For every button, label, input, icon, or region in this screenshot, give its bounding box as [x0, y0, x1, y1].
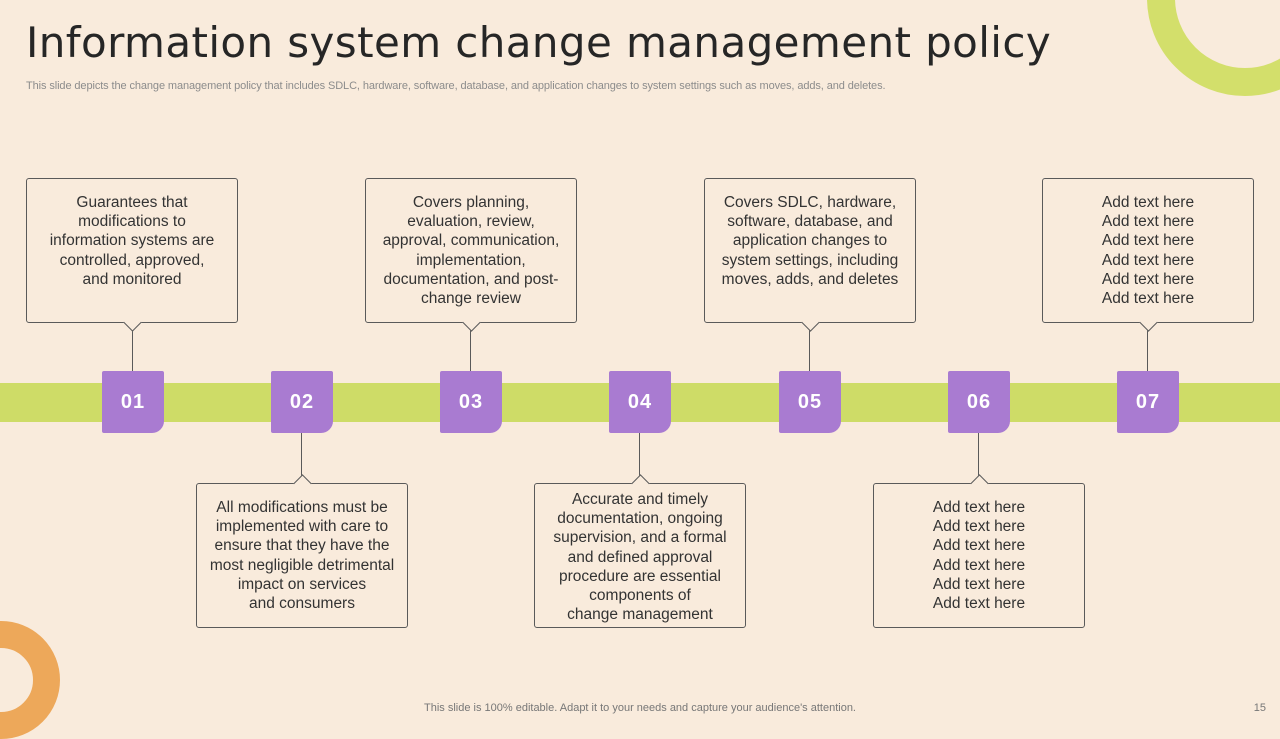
step-03-connector [470, 329, 471, 371]
slide-title: Information system change management pol… [26, 18, 1052, 67]
step-06-card: Add text here Add text here Add text her… [873, 474, 1085, 628]
step-07-card: Add text here Add text here Add text her… [1042, 178, 1254, 332]
slide-subtitle: This slide depicts the change management… [26, 80, 886, 92]
step-02-card: All modifications must be implemented wi… [196, 474, 408, 628]
step-02-callout-pointer [293, 474, 312, 493]
step-06-text: Add text here Add text here Add text her… [932, 499, 1026, 613]
step-04-connector [639, 433, 640, 477]
step-01-card: Guarantees that modifications to informa… [26, 178, 238, 332]
step-05-card: Covers SDLC, hardware, software, databas… [704, 178, 916, 332]
step-05-text: Covers SDLC, hardware, software, databas… [721, 194, 899, 288]
step-01-connector [132, 329, 133, 371]
step-06-marker: 06 [948, 371, 1010, 433]
step-07-marker: 07 [1117, 371, 1179, 433]
step-01-text: Guarantees that modifications to informa… [49, 194, 215, 288]
step-02-marker: 02 [271, 371, 333, 433]
decorative-orange-ring [0, 621, 60, 739]
footer-note: This slide is 100% editable. Adapt it to… [424, 702, 856, 714]
step-04-marker: 04 [609, 371, 671, 433]
step-04-text: Accurate and timely documentation, ongoi… [553, 491, 727, 624]
step-07-text: Add text here Add text here Add text her… [1101, 194, 1195, 308]
step-05-marker: 05 [779, 371, 841, 433]
step-05-callout-pointer [801, 313, 820, 332]
step-07-connector [1147, 329, 1148, 371]
step-07-callout-pointer [1139, 313, 1158, 332]
step-03-text: Covers planning, evaluation, review, app… [382, 194, 560, 308]
step-06-callout-pointer [970, 474, 989, 493]
step-03-card: Covers planning, evaluation, review, app… [365, 178, 577, 332]
step-01-callout-pointer [123, 313, 142, 332]
step-01-marker: 01 [102, 371, 164, 433]
step-03-marker: 03 [440, 371, 502, 433]
decorative-green-ring [1147, 0, 1280, 96]
step-03-callout-pointer [462, 313, 481, 332]
step-04-card: Accurate and timely documentation, ongoi… [534, 474, 746, 628]
step-02-text: All modifications must be implemented wi… [209, 499, 395, 613]
step-05-connector [809, 329, 810, 371]
page-number: 15 [1253, 702, 1266, 714]
step-06-connector [978, 433, 979, 477]
step-02-connector [301, 433, 302, 477]
